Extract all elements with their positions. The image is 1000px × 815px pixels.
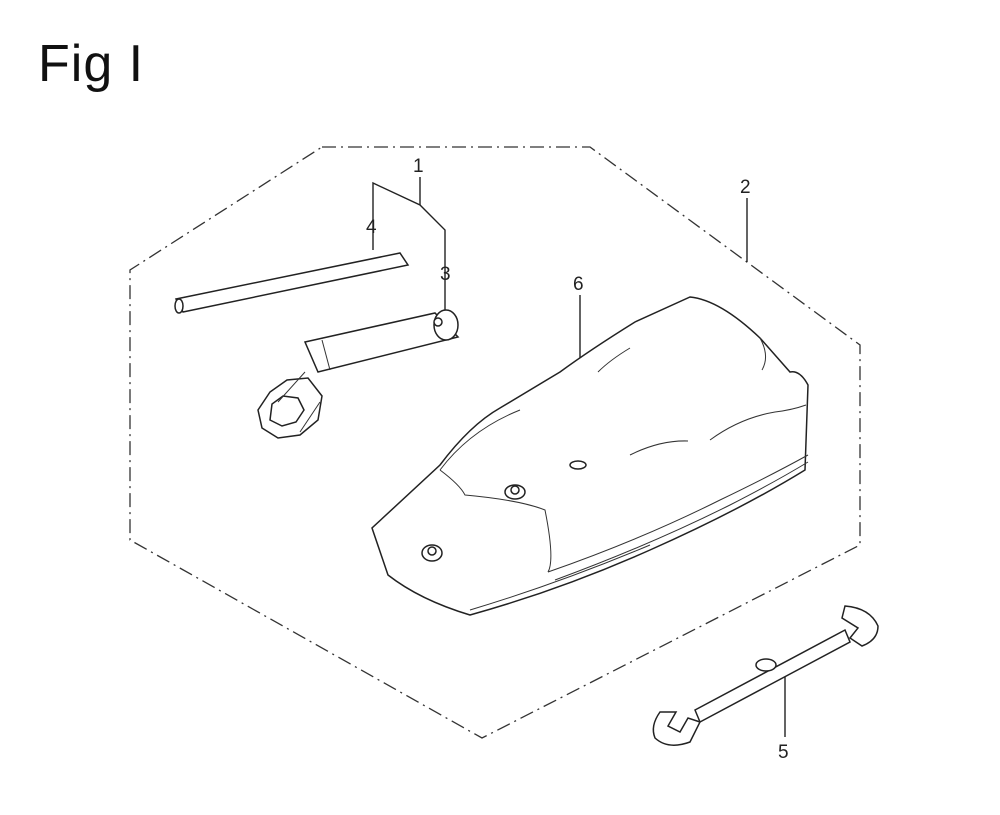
- callout-label-6: 6: [573, 274, 584, 295]
- callout-label-2: 2: [740, 177, 751, 198]
- callout-label-5: 5: [778, 742, 789, 763]
- kit-boundary-outline: [129, 146, 861, 739]
- figure-title: Fig I: [38, 35, 145, 93]
- tool-bag-part-6: [371, 296, 809, 616]
- callout-label-3: 3: [440, 264, 451, 285]
- callout-label-4: 4: [366, 217, 377, 238]
- callout-label-1: 1: [413, 156, 424, 177]
- plug-wrench-part-3: [257, 309, 460, 439]
- open-end-wrench-part-5: [652, 605, 879, 746]
- callout-bracket-1: [372, 181, 446, 318]
- handle-bar-part-4: [174, 252, 410, 314]
